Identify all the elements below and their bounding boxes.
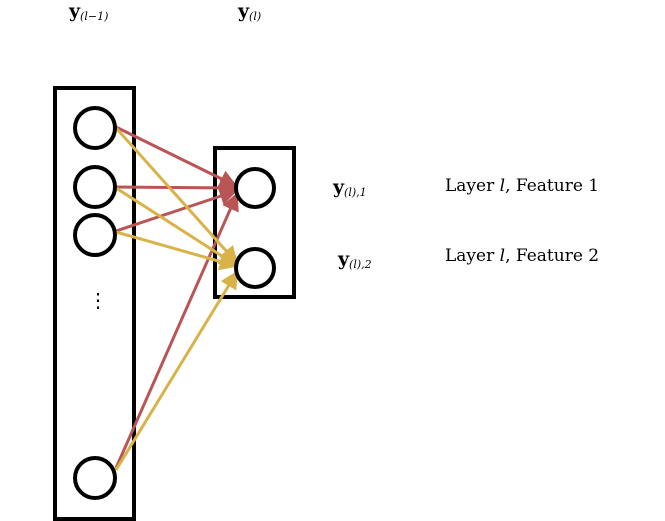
vertical-ellipsis: ⋮ bbox=[88, 288, 108, 312]
feature1-subscript: (l),1 bbox=[344, 186, 367, 199]
feature2-description: Layer l, Feature 2 bbox=[445, 246, 599, 266]
prev-layer-symbol: y bbox=[69, 0, 81, 22]
curr-node-feature1 bbox=[234, 167, 276, 209]
prev-layer-box bbox=[53, 86, 136, 521]
curr-layer-label: y(l) bbox=[238, 0, 261, 23]
edge-n3-f1 bbox=[115, 187, 238, 233]
feature1-description: Layer l, Feature 1 bbox=[445, 176, 599, 196]
edge-n2-f2 bbox=[115, 186, 238, 267]
prev-layer-label: y(l−1) bbox=[69, 0, 108, 23]
feature2-desc-suffix: , Feature 2 bbox=[505, 246, 600, 266]
feature2-symbol: y bbox=[338, 248, 350, 270]
curr-layer-box bbox=[213, 146, 296, 299]
prev-layer-subscript: (l−1) bbox=[80, 10, 109, 23]
feature2-label: y(l),2 bbox=[338, 248, 372, 271]
prev-node-3 bbox=[73, 213, 117, 257]
curr-node-feature2 bbox=[234, 247, 276, 289]
feature1-symbol: y bbox=[333, 176, 345, 198]
edge-n3-f2 bbox=[115, 230, 238, 271]
edges-to-feature2 bbox=[114, 126, 239, 471]
prev-node-last bbox=[73, 456, 117, 500]
prev-node-2 bbox=[73, 165, 117, 209]
edge-n1-f1 bbox=[115, 125, 238, 188]
prev-node-1 bbox=[73, 106, 117, 150]
feature2-desc-var: l bbox=[499, 246, 506, 266]
feature2-desc-prefix: Layer bbox=[445, 246, 500, 266]
edge-n1-f2 bbox=[114, 126, 239, 265]
feature1-desc-suffix: , Feature 1 bbox=[505, 176, 600, 196]
feature1-desc-var: l bbox=[499, 176, 506, 196]
curr-layer-subscript: (l) bbox=[249, 10, 262, 23]
curr-layer-symbol: y bbox=[238, 0, 250, 22]
edge-nlast-f2 bbox=[114, 270, 239, 471]
feature1-label: y(l),1 bbox=[333, 176, 367, 199]
edge-n2-f1 bbox=[115, 178, 238, 197]
feature1-desc-prefix: Layer bbox=[445, 176, 500, 196]
feature2-subscript: (l),2 bbox=[349, 258, 372, 271]
